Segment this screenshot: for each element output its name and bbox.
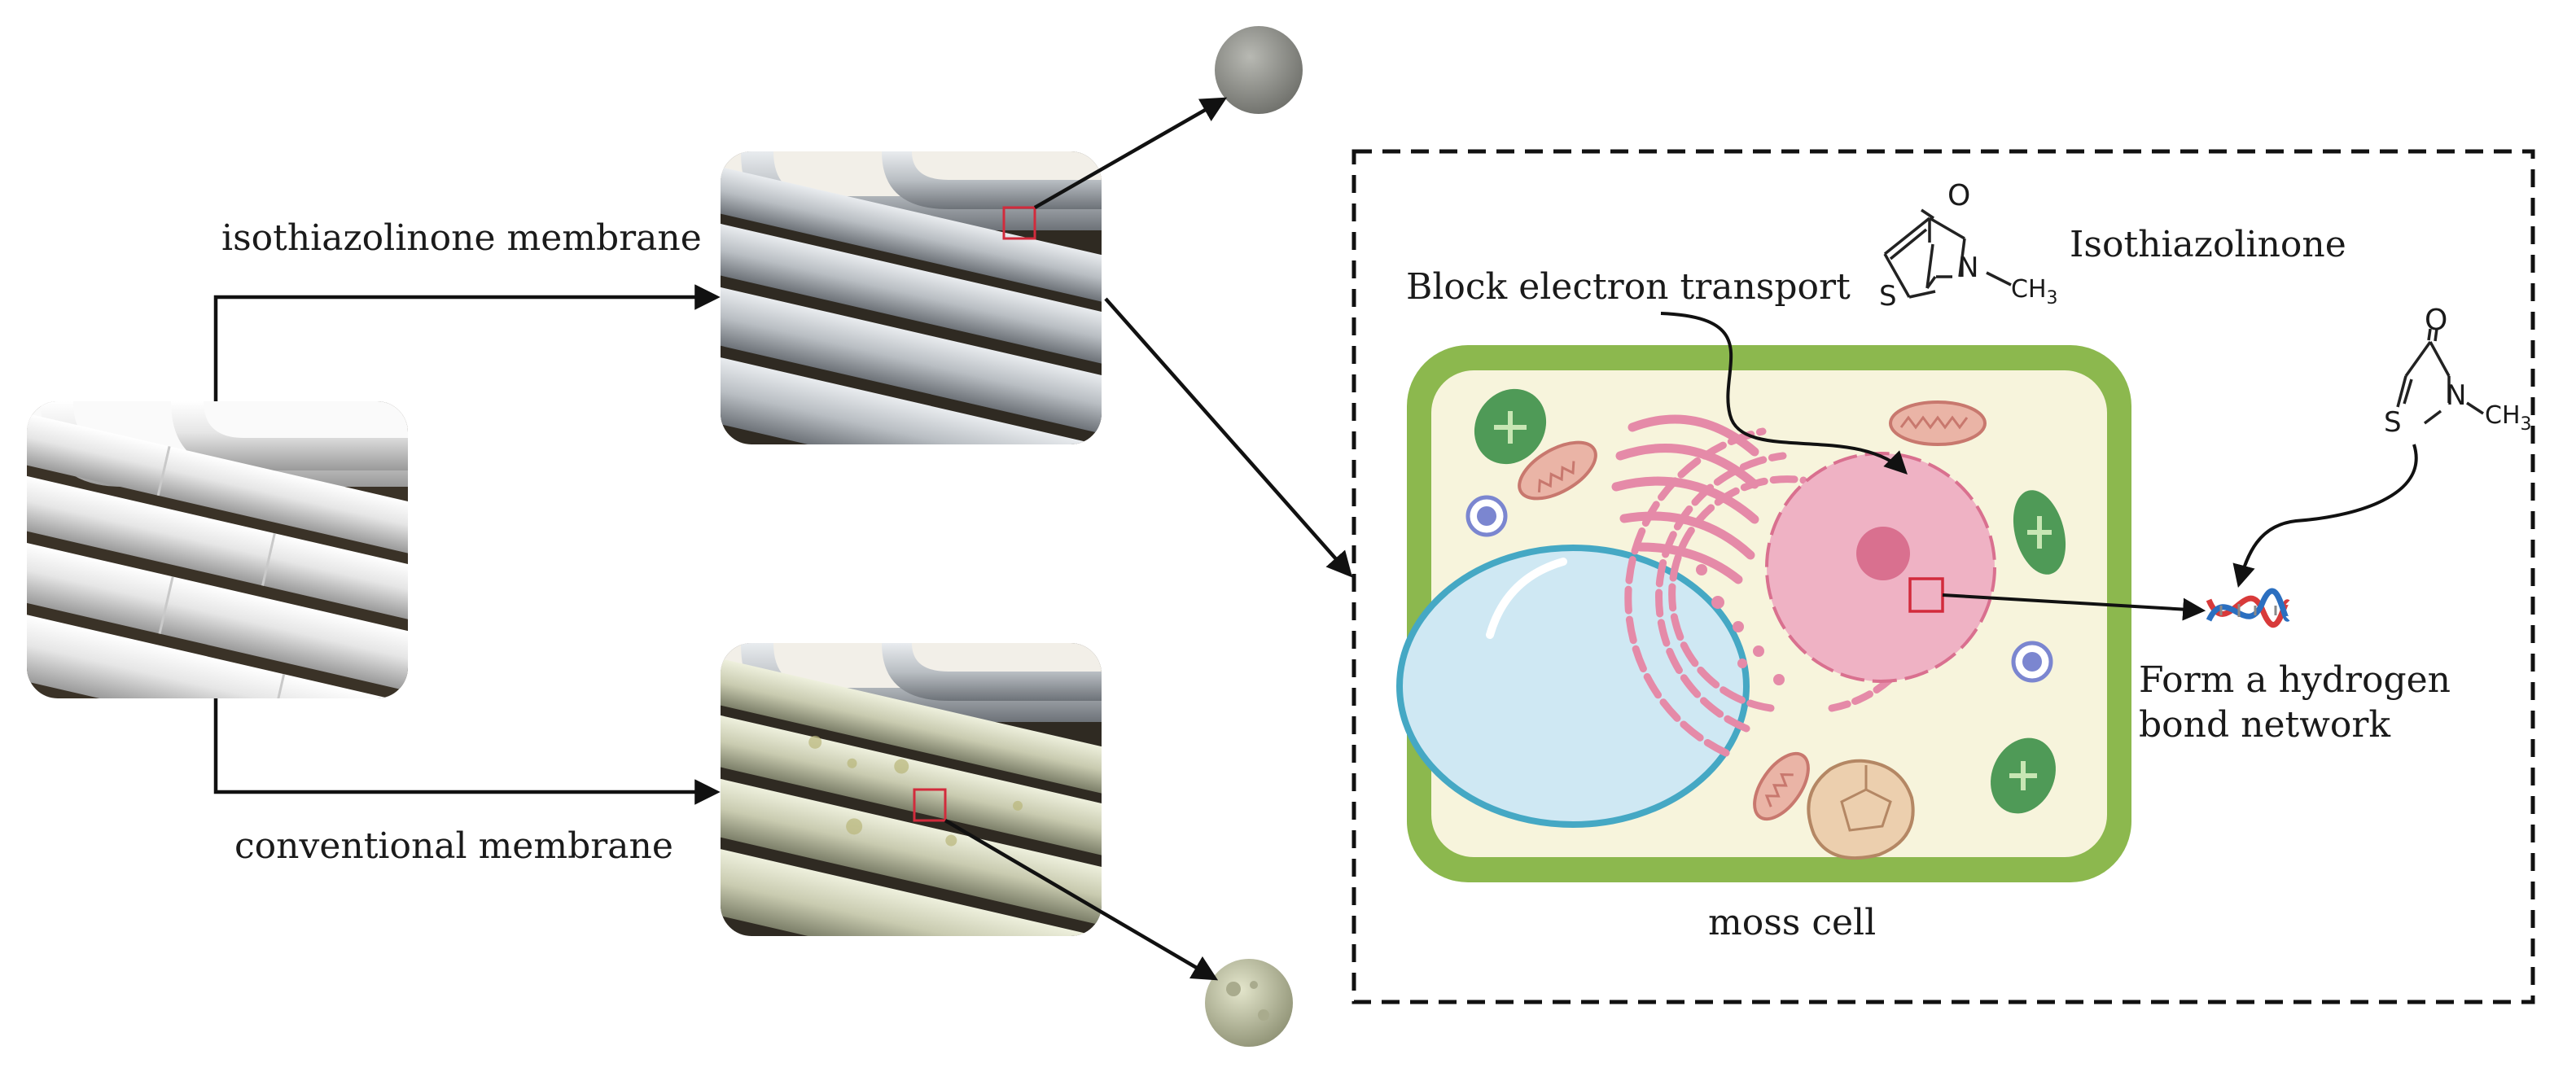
label-conventional-membrane: conventional membrane — [234, 825, 673, 867]
label-form-hydrogen-bond-line2: bond network — [2139, 704, 2390, 746]
arrow-to-moss-sphere — [944, 819, 1219, 981]
molecule-atom-n: N — [1958, 252, 1978, 284]
molecule-methyl: CH3 — [2011, 275, 2058, 308]
moss-cell — [1396, 345, 2131, 882]
label-isothiazolinone-membrane: isothiazolinone membrane — [221, 217, 702, 259]
molecule-methyl-ch: CH — [2011, 275, 2047, 304]
source-pipe-photo — [27, 401, 408, 698]
label-isothiazolinone: Isothiazolinone — [2070, 224, 2346, 265]
chloroplast — [2013, 490, 2066, 575]
mitochondrion — [1753, 751, 1810, 821]
molecule2-atom-n: N — [2446, 379, 2466, 412]
label-form-hydrogen-bond-line1: Form a hydrogen — [2139, 659, 2451, 701]
arrow-to-conventional — [213, 698, 721, 805]
molecule-atom-o: O — [1947, 179, 1970, 212]
conventional-pipe-photo — [721, 643, 1102, 936]
mitochondrion — [1889, 400, 1987, 446]
molecule2-methyl-ch: CH — [2485, 401, 2521, 430]
golgi-vesicles — [1696, 564, 1785, 685]
arrow-molecule-to-dna — [2232, 444, 2418, 589]
magnify-box-bottom — [913, 788, 947, 822]
arrow-to-isothiazolinone — [213, 284, 721, 401]
peroxisome — [2011, 641, 2053, 683]
arrow-to-clean-sphere — [1033, 97, 1228, 209]
peroxisome — [1465, 495, 1508, 537]
arrow-to-dna — [1942, 593, 2206, 621]
molecule2-atom-s: S — [2384, 406, 2402, 439]
magnify-box-top — [1002, 206, 1036, 240]
label-block-electron-transport: Block electron transport — [1406, 266, 1851, 308]
isothiazolinone-pipe-photo — [721, 151, 1102, 444]
label-moss-cell: moss cell — [1708, 902, 1876, 943]
clean-surface-magnified — [1215, 26, 1303, 114]
arrow-to-cell-panel — [1104, 297, 1353, 578]
moss-surface-magnified — [1205, 959, 1293, 1047]
arrow-block-electron-transport — [1660, 312, 1908, 475]
chloroplast — [1991, 737, 2056, 814]
molecule2-methyl-sub: 3 — [2521, 414, 2532, 435]
isothiazolinone-structure: O S N CH3 — [1879, 179, 2058, 313]
golgi-apparatus — [1611, 414, 1759, 584]
mechanism-panel — [1352, 149, 2535, 1004]
molecule-methyl-sub: 3 — [2047, 288, 2058, 308]
starch-granule — [1807, 759, 1915, 860]
chloroplast — [1474, 388, 1547, 465]
connector-arrows — [213, 97, 1353, 981]
dna-icon — [2206, 588, 2291, 628]
molecule2-methyl: CH3 — [2485, 401, 2532, 435]
mitochondrion — [1518, 440, 1597, 501]
nucleolus — [1856, 527, 1910, 580]
molecule-atom-s: S — [1879, 280, 1897, 313]
isothiazolinone-structure-2: O S N CH3 — [2384, 304, 2532, 439]
molecule2-atom-o: O — [2425, 304, 2447, 337]
